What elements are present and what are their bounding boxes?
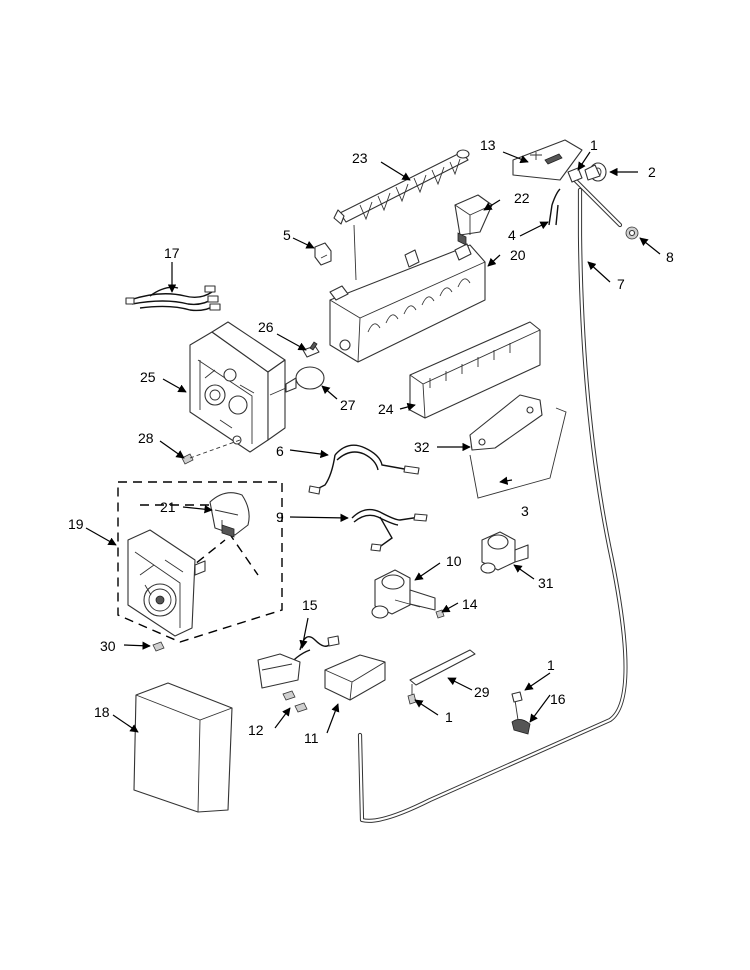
callout-22: 22 xyxy=(514,190,530,206)
callout-17: 17 xyxy=(164,245,180,261)
part-32-bracket xyxy=(469,394,543,451)
callout-1-top: 1 xyxy=(590,137,598,153)
callout-31: 31 xyxy=(538,575,554,591)
callout-28: 28 xyxy=(138,430,154,446)
part-18-cover xyxy=(133,682,233,813)
part-30-screw xyxy=(152,641,165,652)
callout-19: 19 xyxy=(68,516,84,532)
callout-12: 12 xyxy=(248,722,264,738)
part-6-wire xyxy=(308,444,420,495)
part-29-strap xyxy=(409,649,476,698)
part-13-bracket xyxy=(512,139,583,181)
callout-29: 29 xyxy=(474,684,490,700)
callout-18: 18 xyxy=(94,704,110,720)
callout-3: 3 xyxy=(521,503,529,519)
part-2-fitting xyxy=(584,162,607,182)
callout-14: 14 xyxy=(462,596,478,612)
callout-13: 13 xyxy=(480,137,496,153)
part-26-clip xyxy=(302,341,320,358)
callout-2: 2 xyxy=(648,164,656,180)
part-8-nut xyxy=(625,226,639,240)
part-1-fill-tube xyxy=(567,167,623,228)
callout-27: 27 xyxy=(340,397,356,413)
callout-1-right: 1 xyxy=(547,657,555,673)
part-31-valve xyxy=(480,531,529,574)
callout-24: 24 xyxy=(378,401,394,417)
part-22-shutoff-arm xyxy=(454,194,493,246)
callout-1-center: 1 xyxy=(445,709,453,725)
callout-25: 25 xyxy=(140,369,156,385)
part-25-control-housing xyxy=(189,321,286,453)
callout-16: 16 xyxy=(550,691,566,707)
callout-26: 26 xyxy=(258,319,274,335)
part-27-thermostat xyxy=(269,366,325,396)
part-15-harness xyxy=(257,635,340,689)
callout-5: 5 xyxy=(283,227,291,243)
part-17-wire-harness xyxy=(125,285,221,312)
callout-23: 23 xyxy=(352,150,368,166)
part-4-wire xyxy=(548,188,561,226)
callout-7: 7 xyxy=(617,276,625,292)
callout-10: 10 xyxy=(446,553,462,569)
callout-21: 21 xyxy=(160,499,176,515)
callout-numbers: 1 2 13 23 22 4 5 8 17 20 7 26 25 27 24 2… xyxy=(68,137,674,746)
part-19-housing xyxy=(127,529,206,637)
callout-6: 6 xyxy=(276,443,284,459)
part-1-screw-lower xyxy=(407,693,417,705)
callout-8: 8 xyxy=(666,249,674,265)
part-12-connectors xyxy=(282,690,308,713)
callout-32: 32 xyxy=(414,439,430,455)
callout-9: 9 xyxy=(276,509,284,525)
part-28-screw xyxy=(181,439,241,465)
callout-20: 20 xyxy=(510,247,526,263)
callout-11: 11 xyxy=(304,730,319,746)
part-3-feeler-arm xyxy=(469,407,567,499)
part-16-clamp xyxy=(511,691,531,735)
part-20-ice-mold xyxy=(329,243,486,363)
part-11-bracket xyxy=(324,654,386,701)
part-21-motor xyxy=(209,492,250,538)
part-5-clip xyxy=(314,242,332,266)
part-10-water-valve xyxy=(371,569,436,619)
leader-lines xyxy=(85,151,661,734)
callout-30: 30 xyxy=(100,638,116,654)
part-9-wire xyxy=(351,508,428,552)
part-7-water-tube xyxy=(357,187,628,823)
callout-4: 4 xyxy=(508,227,516,243)
part-23-ejector xyxy=(333,149,470,281)
callout-15: 15 xyxy=(302,597,318,613)
